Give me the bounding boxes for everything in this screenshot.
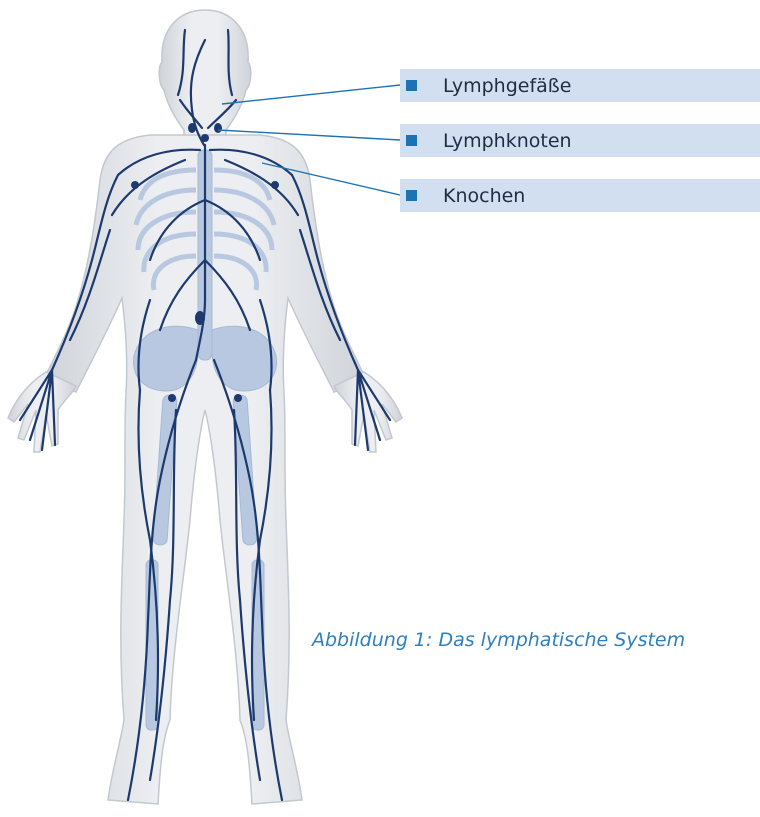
label-knochen: Knochen	[400, 179, 760, 212]
head-shape	[159, 10, 251, 138]
node-groin-left	[168, 394, 176, 402]
node-clavicle	[201, 134, 209, 142]
label-lymphknoten: Lymphknoten	[400, 124, 760, 157]
body-silhouette	[8, 10, 402, 804]
label-text: Knochen	[443, 185, 525, 207]
label-marker-square	[406, 190, 417, 201]
node-neck-left	[188, 123, 196, 133]
label-marker-square	[406, 135, 417, 146]
node-neck-right	[214, 123, 222, 133]
node-axilla-right	[271, 181, 279, 189]
label-marker-square	[406, 80, 417, 91]
node-groin-right	[234, 394, 242, 402]
node-axilla-left	[131, 181, 139, 189]
label-text: Lymphgefäße	[443, 75, 571, 97]
lymph-vessels	[20, 30, 390, 800]
leader-line-lymphgefaesse	[222, 85, 400, 104]
cisterna-chyli	[195, 311, 205, 325]
label-text: Lymphknoten	[443, 130, 572, 152]
figure-caption: Abbildung 1: Das lymphatische System	[312, 629, 685, 651]
label-lymphgefaesse: Lymphgefäße	[400, 69, 760, 102]
